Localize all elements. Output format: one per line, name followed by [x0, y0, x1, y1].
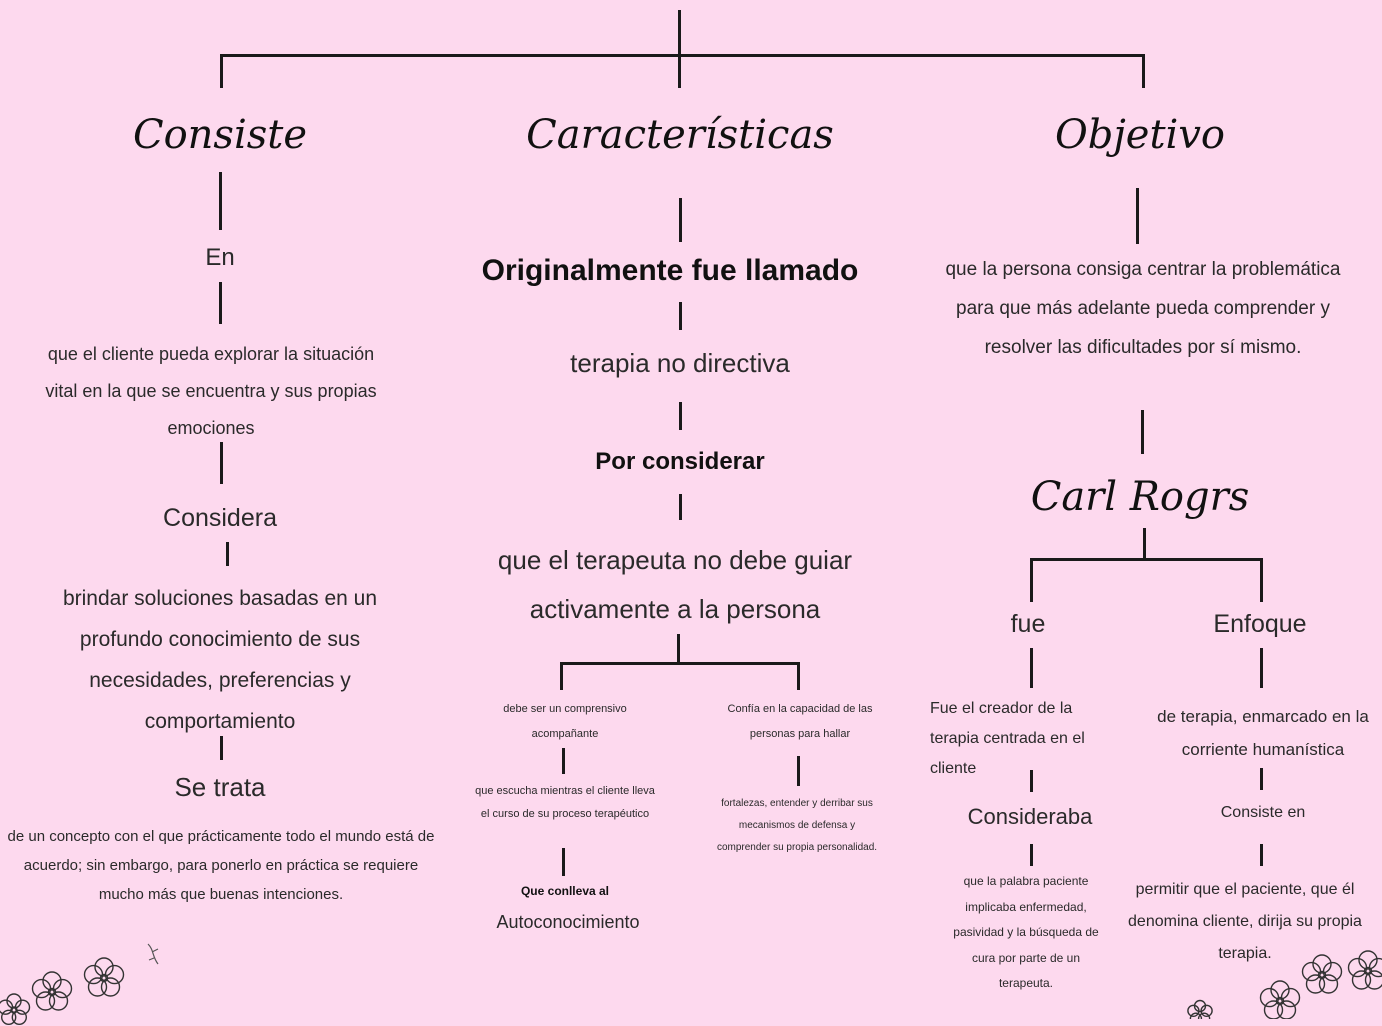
- header-caracteristicas: Características: [500, 112, 860, 158]
- label-consideraba: Consideraba: [950, 804, 1110, 830]
- label-enfoque: Enfoque: [1180, 610, 1340, 639]
- text-escucha: que escucha mientras el cliente lleva el…: [470, 780, 660, 826]
- top-branch-line: [220, 54, 1145, 57]
- label-en: En: [170, 244, 270, 272]
- branch-left-drop: [220, 54, 223, 88]
- header-objetivo: Objetivo: [1030, 112, 1250, 158]
- flower-decoration-left: [0, 946, 140, 1026]
- flower-decoration-right: [1172, 939, 1382, 1019]
- label-fue: fue: [978, 610, 1078, 639]
- text-acompanante: debe ser un comprensivo acompañante: [480, 697, 650, 747]
- connector: [679, 302, 682, 330]
- connector: [677, 634, 680, 664]
- connector: [219, 172, 222, 230]
- text-autoconocimiento: Autoconocimiento: [480, 912, 656, 933]
- connector: [562, 848, 565, 876]
- text-en: que el cliente pueda explorar la situaci…: [36, 336, 386, 447]
- connector: [219, 282, 222, 324]
- connector: [562, 748, 565, 774]
- connector: [1260, 844, 1263, 866]
- connector: [1030, 844, 1033, 866]
- text-guiar: que el terapeuta no debe guiar activamen…: [480, 536, 870, 634]
- label-carl-rogers: Carl Rogrs: [1010, 474, 1270, 520]
- root-connector: [678, 10, 681, 88]
- connector: [1260, 558, 1263, 602]
- text-objetivo: que la persona consiga centrar la proble…: [930, 250, 1356, 367]
- label-se-trata: Se trata: [120, 772, 320, 803]
- connector: [1141, 410, 1144, 454]
- label-considera: Considera: [120, 504, 320, 533]
- branch-right-drop: [1142, 54, 1145, 88]
- text-consideraba: que la palabra paciente implicaba enferm…: [950, 869, 1102, 997]
- connector: [220, 442, 223, 484]
- connector: [1143, 528, 1146, 560]
- connector: [797, 756, 800, 786]
- carl-branch-line: [1030, 558, 1263, 561]
- text-fue: Fue el creador de la terapia centrada en…: [930, 694, 1100, 784]
- header-consiste: Consiste: [110, 112, 330, 158]
- label-conlleva: Que conlleva al: [490, 884, 640, 898]
- text-fortalezas: fortalezas, entender y derribar sus meca…: [712, 793, 882, 859]
- connector: [1260, 768, 1263, 790]
- connector: [679, 494, 682, 520]
- text-confia: Confía en la capacidad de las personas p…: [710, 697, 890, 747]
- connector: [226, 542, 229, 566]
- connector: [560, 662, 563, 690]
- sprig-decoration: [142, 940, 166, 970]
- text-terapia: terapia no directiva: [520, 348, 840, 379]
- text-se-trata: de un concepto con el que prácticamente …: [4, 822, 438, 909]
- text-enfoque: de terapia, enmarcado en la corriente hu…: [1150, 700, 1376, 766]
- connector: [679, 402, 682, 430]
- sub-branch-line: [560, 662, 800, 665]
- text-considera: brindar soluciones basadas en un profund…: [40, 578, 400, 742]
- connector: [1136, 188, 1139, 244]
- connector: [797, 662, 800, 690]
- label-consiste-en: Consiste en: [1190, 804, 1336, 822]
- label-por-considerar: Por considerar: [540, 448, 820, 476]
- connector: [1030, 648, 1033, 688]
- connector: [679, 198, 682, 242]
- label-originalmente: Originalmente fue llamado: [460, 254, 880, 288]
- connector: [1030, 558, 1033, 602]
- connector: [1260, 648, 1263, 688]
